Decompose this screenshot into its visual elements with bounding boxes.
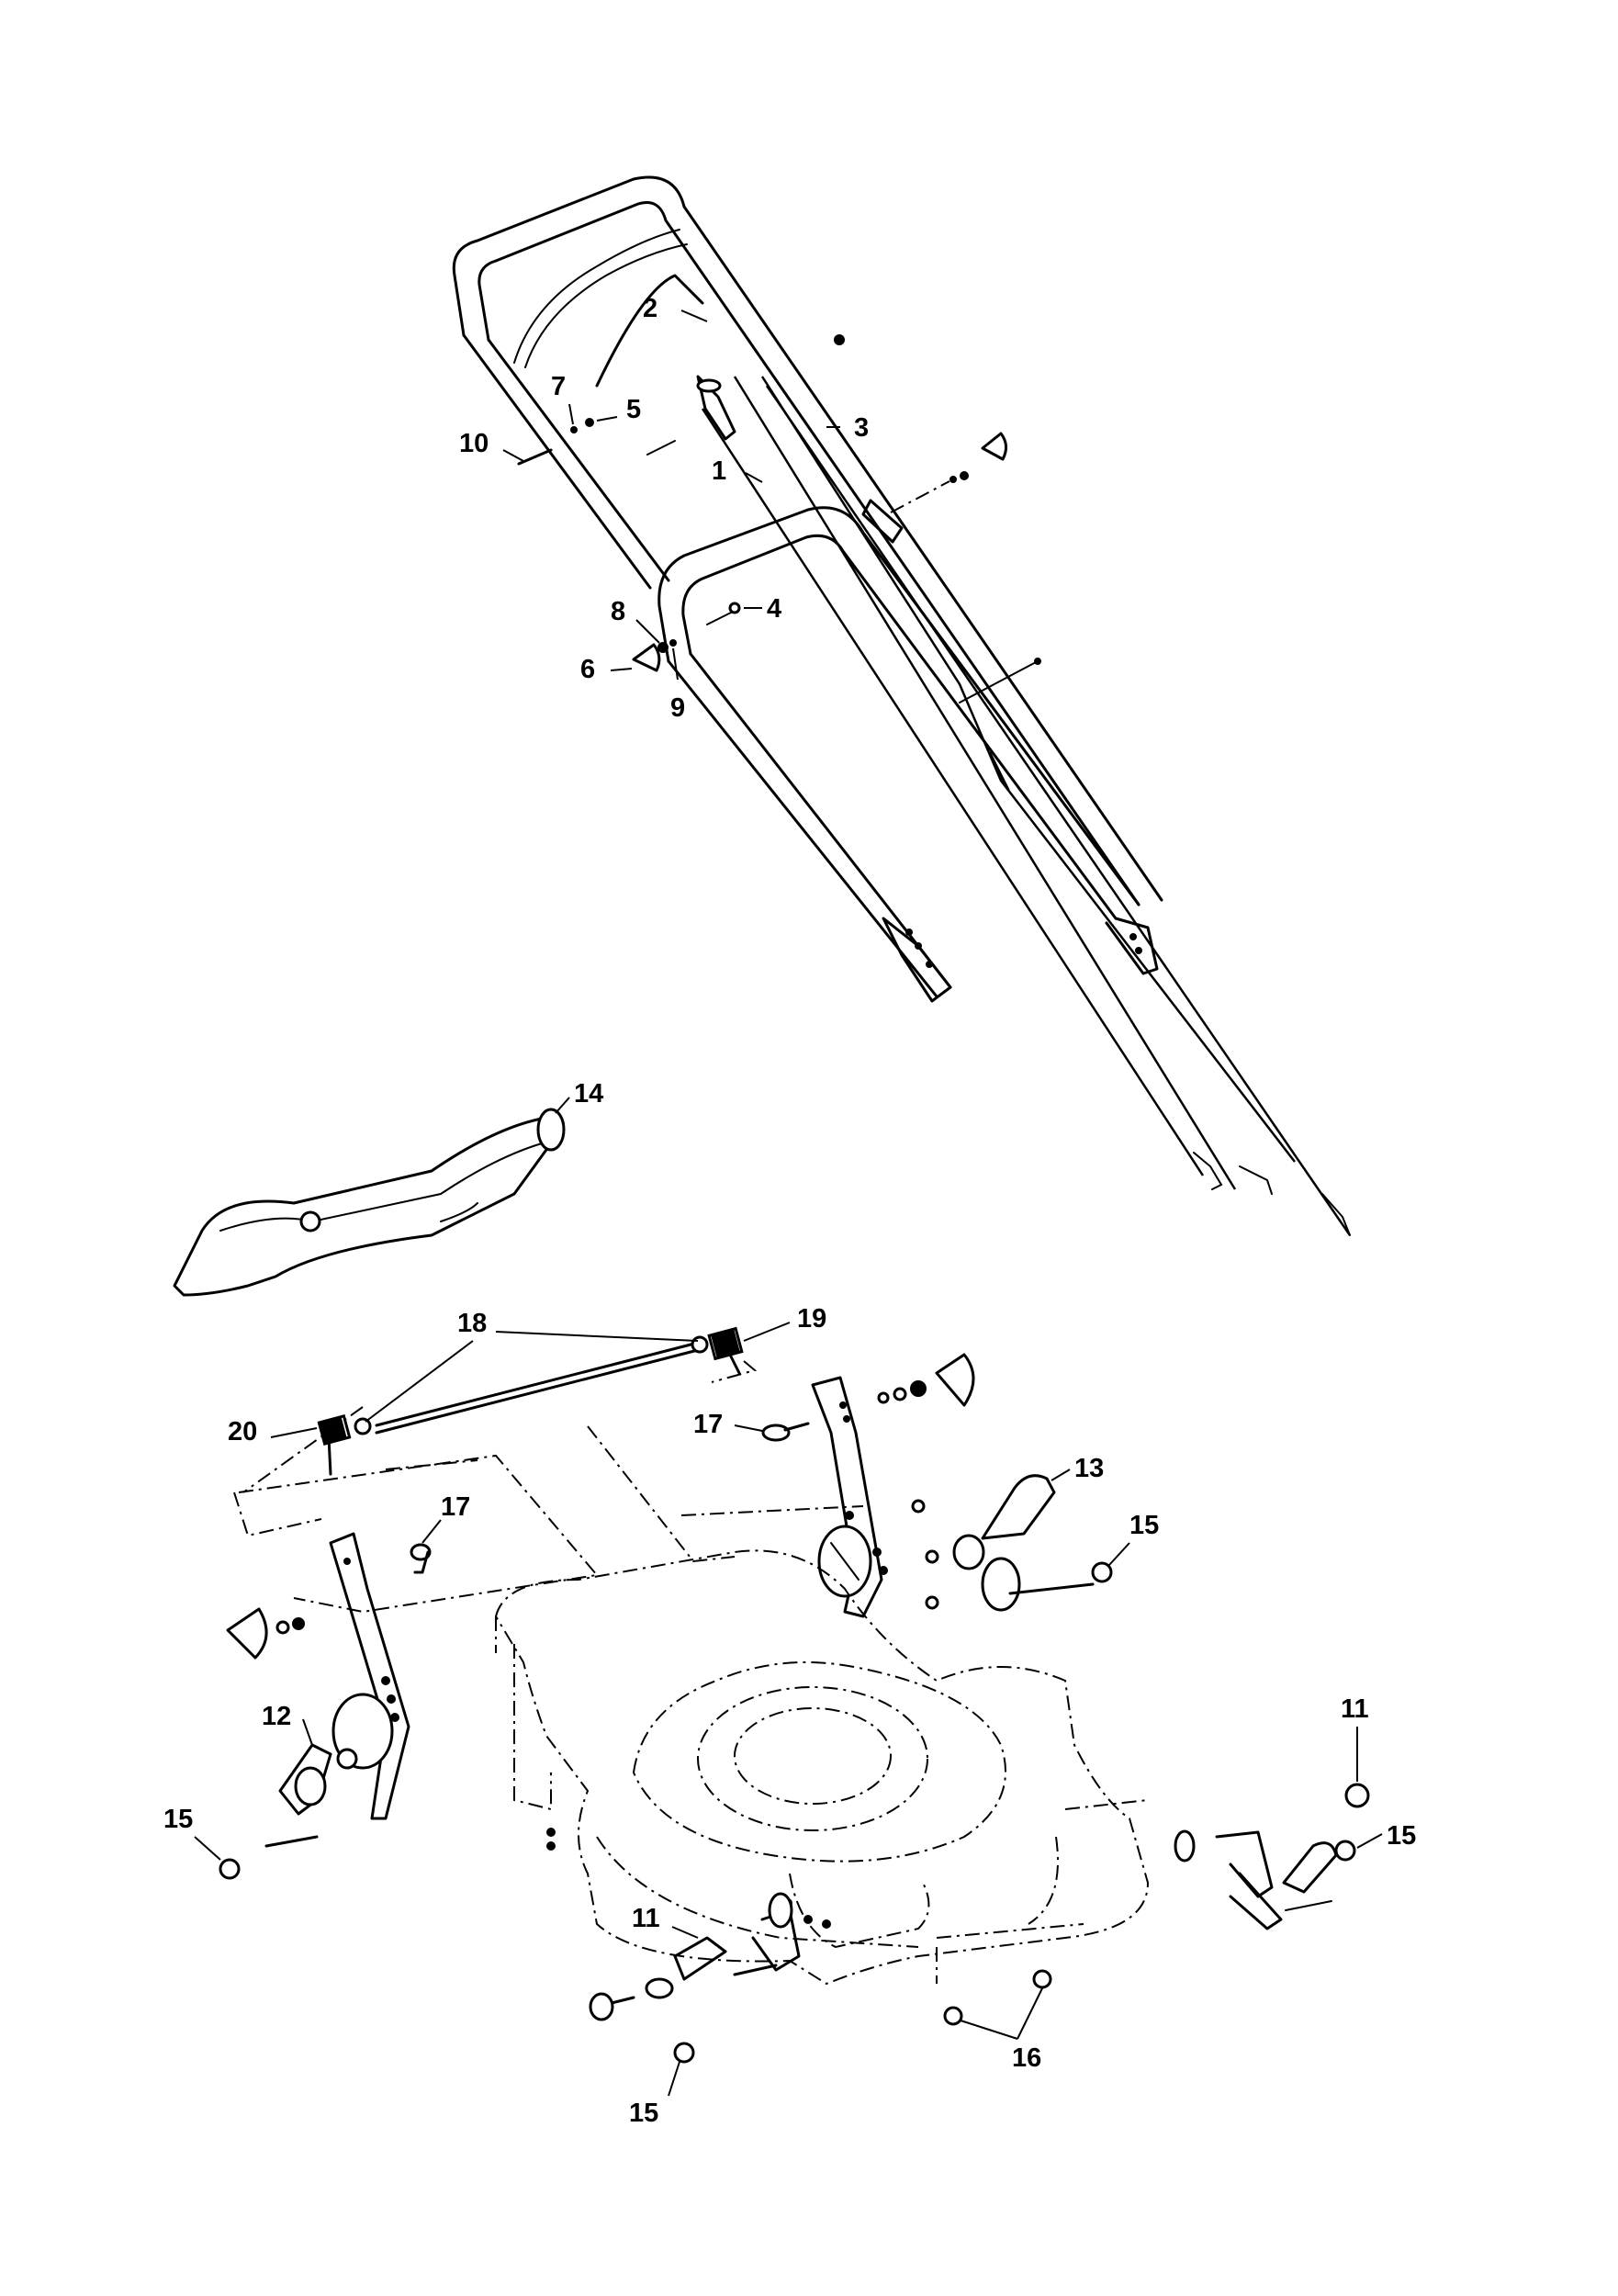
callout-16: 16 <box>1012 2043 1041 2073</box>
callout-18: 18 <box>457 1309 487 1338</box>
wing-knob-right <box>981 432 1007 461</box>
callout-20: 20 <box>228 1417 257 1446</box>
washer-part-9 <box>669 639 677 647</box>
callout-4: 4 <box>767 594 781 624</box>
washer-part-5 <box>585 418 594 427</box>
callout-2: 2 <box>643 294 657 323</box>
callout-7: 7 <box>551 372 566 401</box>
callout-15-lower-right: 15 <box>1387 1821 1416 1851</box>
height-adjust-lever-12 <box>264 1743 358 1848</box>
nut-16-a <box>1032 1969 1052 1989</box>
nut-15-upper-right <box>1091 1561 1113 1583</box>
upper-handle <box>452 175 1163 906</box>
callout-11-right: 11 <box>1341 1694 1369 1724</box>
lever-bail <box>595 274 704 388</box>
rear-axle-assembly <box>317 1326 744 1476</box>
callout-19: 19 <box>797 1304 826 1334</box>
callout-5: 5 <box>626 395 641 424</box>
carriage-bolt-upper <box>761 1422 810 1442</box>
callout-15-upper-right: 15 <box>1129 1511 1159 1540</box>
carriage-bolt-lower <box>410 1543 432 1574</box>
control-cables <box>701 376 1352 1236</box>
front-height-lever-left <box>589 1892 801 2064</box>
phantom-lines <box>238 1454 599 1614</box>
lower-handle <box>657 506 1159 1003</box>
callout-14: 14 <box>574 1079 603 1109</box>
callout-15-bottom: 15 <box>629 2099 658 2128</box>
height-adjust-bracket-left <box>329 1532 410 1820</box>
bolt-part-4 <box>706 610 736 625</box>
grass-deflector <box>173 1108 566 1297</box>
callout-13: 13 <box>1074 1454 1104 1483</box>
height-adjust-bracket-right <box>811 1376 888 1618</box>
nut-15-left <box>219 1858 241 1880</box>
washer-part-8 <box>657 642 669 653</box>
callout-3: 3 <box>854 413 869 443</box>
callout-6: 6 <box>580 655 595 684</box>
front-height-lever-right <box>1174 1783 1370 1930</box>
callout-12: 12 <box>262 1702 291 1731</box>
wing-knob-upper-right <box>935 1353 975 1407</box>
callout-9: 9 <box>670 693 685 723</box>
callouts: 1 2 3 4 5 6 7 8 9 10 11 11 12 13 14 15 1 <box>163 294 1416 2128</box>
callout-8: 8 <box>611 597 625 626</box>
bolt-part-10 <box>517 448 553 466</box>
callout-11-left: 11 <box>632 1904 660 1933</box>
wing-knob-left <box>226 1607 268 1660</box>
throttle-control <box>696 375 736 441</box>
callout-17-upper: 17 <box>693 1410 723 1439</box>
callout-1: 1 <box>712 456 726 486</box>
wing-knob-part-6 <box>632 643 661 672</box>
callout-10: 10 <box>459 429 489 458</box>
nut-16-b <box>943 2006 963 2026</box>
callout-15-left: 15 <box>163 1805 193 1834</box>
nut-part-7 <box>570 426 578 433</box>
callout-17-lower: 17 <box>441 1492 470 1522</box>
mower-deck <box>494 1549 1150 1986</box>
height-adjust-lever-13 <box>925 1474 1095 1612</box>
